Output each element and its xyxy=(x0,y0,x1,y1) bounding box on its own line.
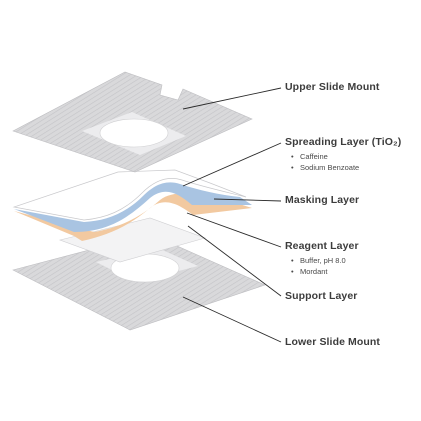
lower-mount-leader-line xyxy=(182,296,282,343)
support-leader-line xyxy=(187,225,282,297)
masking-leader-line xyxy=(213,198,282,202)
support-layer-label: Support Layer xyxy=(285,290,358,302)
spreading-layer-item: Sodium Benzoate xyxy=(291,163,359,172)
spreading-layer-sheet xyxy=(12,169,247,221)
spreading-layer-item: Caffeine xyxy=(291,152,328,161)
masking-layer-label: Masking Layer xyxy=(285,194,360,206)
spreading-leader-line xyxy=(182,142,282,187)
upper-slide-mount-label: Upper Slide Mount xyxy=(285,81,380,93)
lower-slide-mount-label: Lower Slide Mount xyxy=(285,336,381,348)
upper-mount-leader-line xyxy=(182,87,282,110)
upper-slide-mount-plate xyxy=(12,71,253,173)
reagent-layer-item: Mordant xyxy=(291,267,328,276)
reagent-layer-item: Buffer, pH 8.0 xyxy=(291,256,346,265)
reagent-leader-line xyxy=(186,212,282,248)
spreading-layer-label: Spreading Layer (TiO₂) xyxy=(285,136,402,148)
reagent-layer-label: Reagent Layer xyxy=(285,240,359,252)
masking-layer-sheet xyxy=(14,182,252,232)
